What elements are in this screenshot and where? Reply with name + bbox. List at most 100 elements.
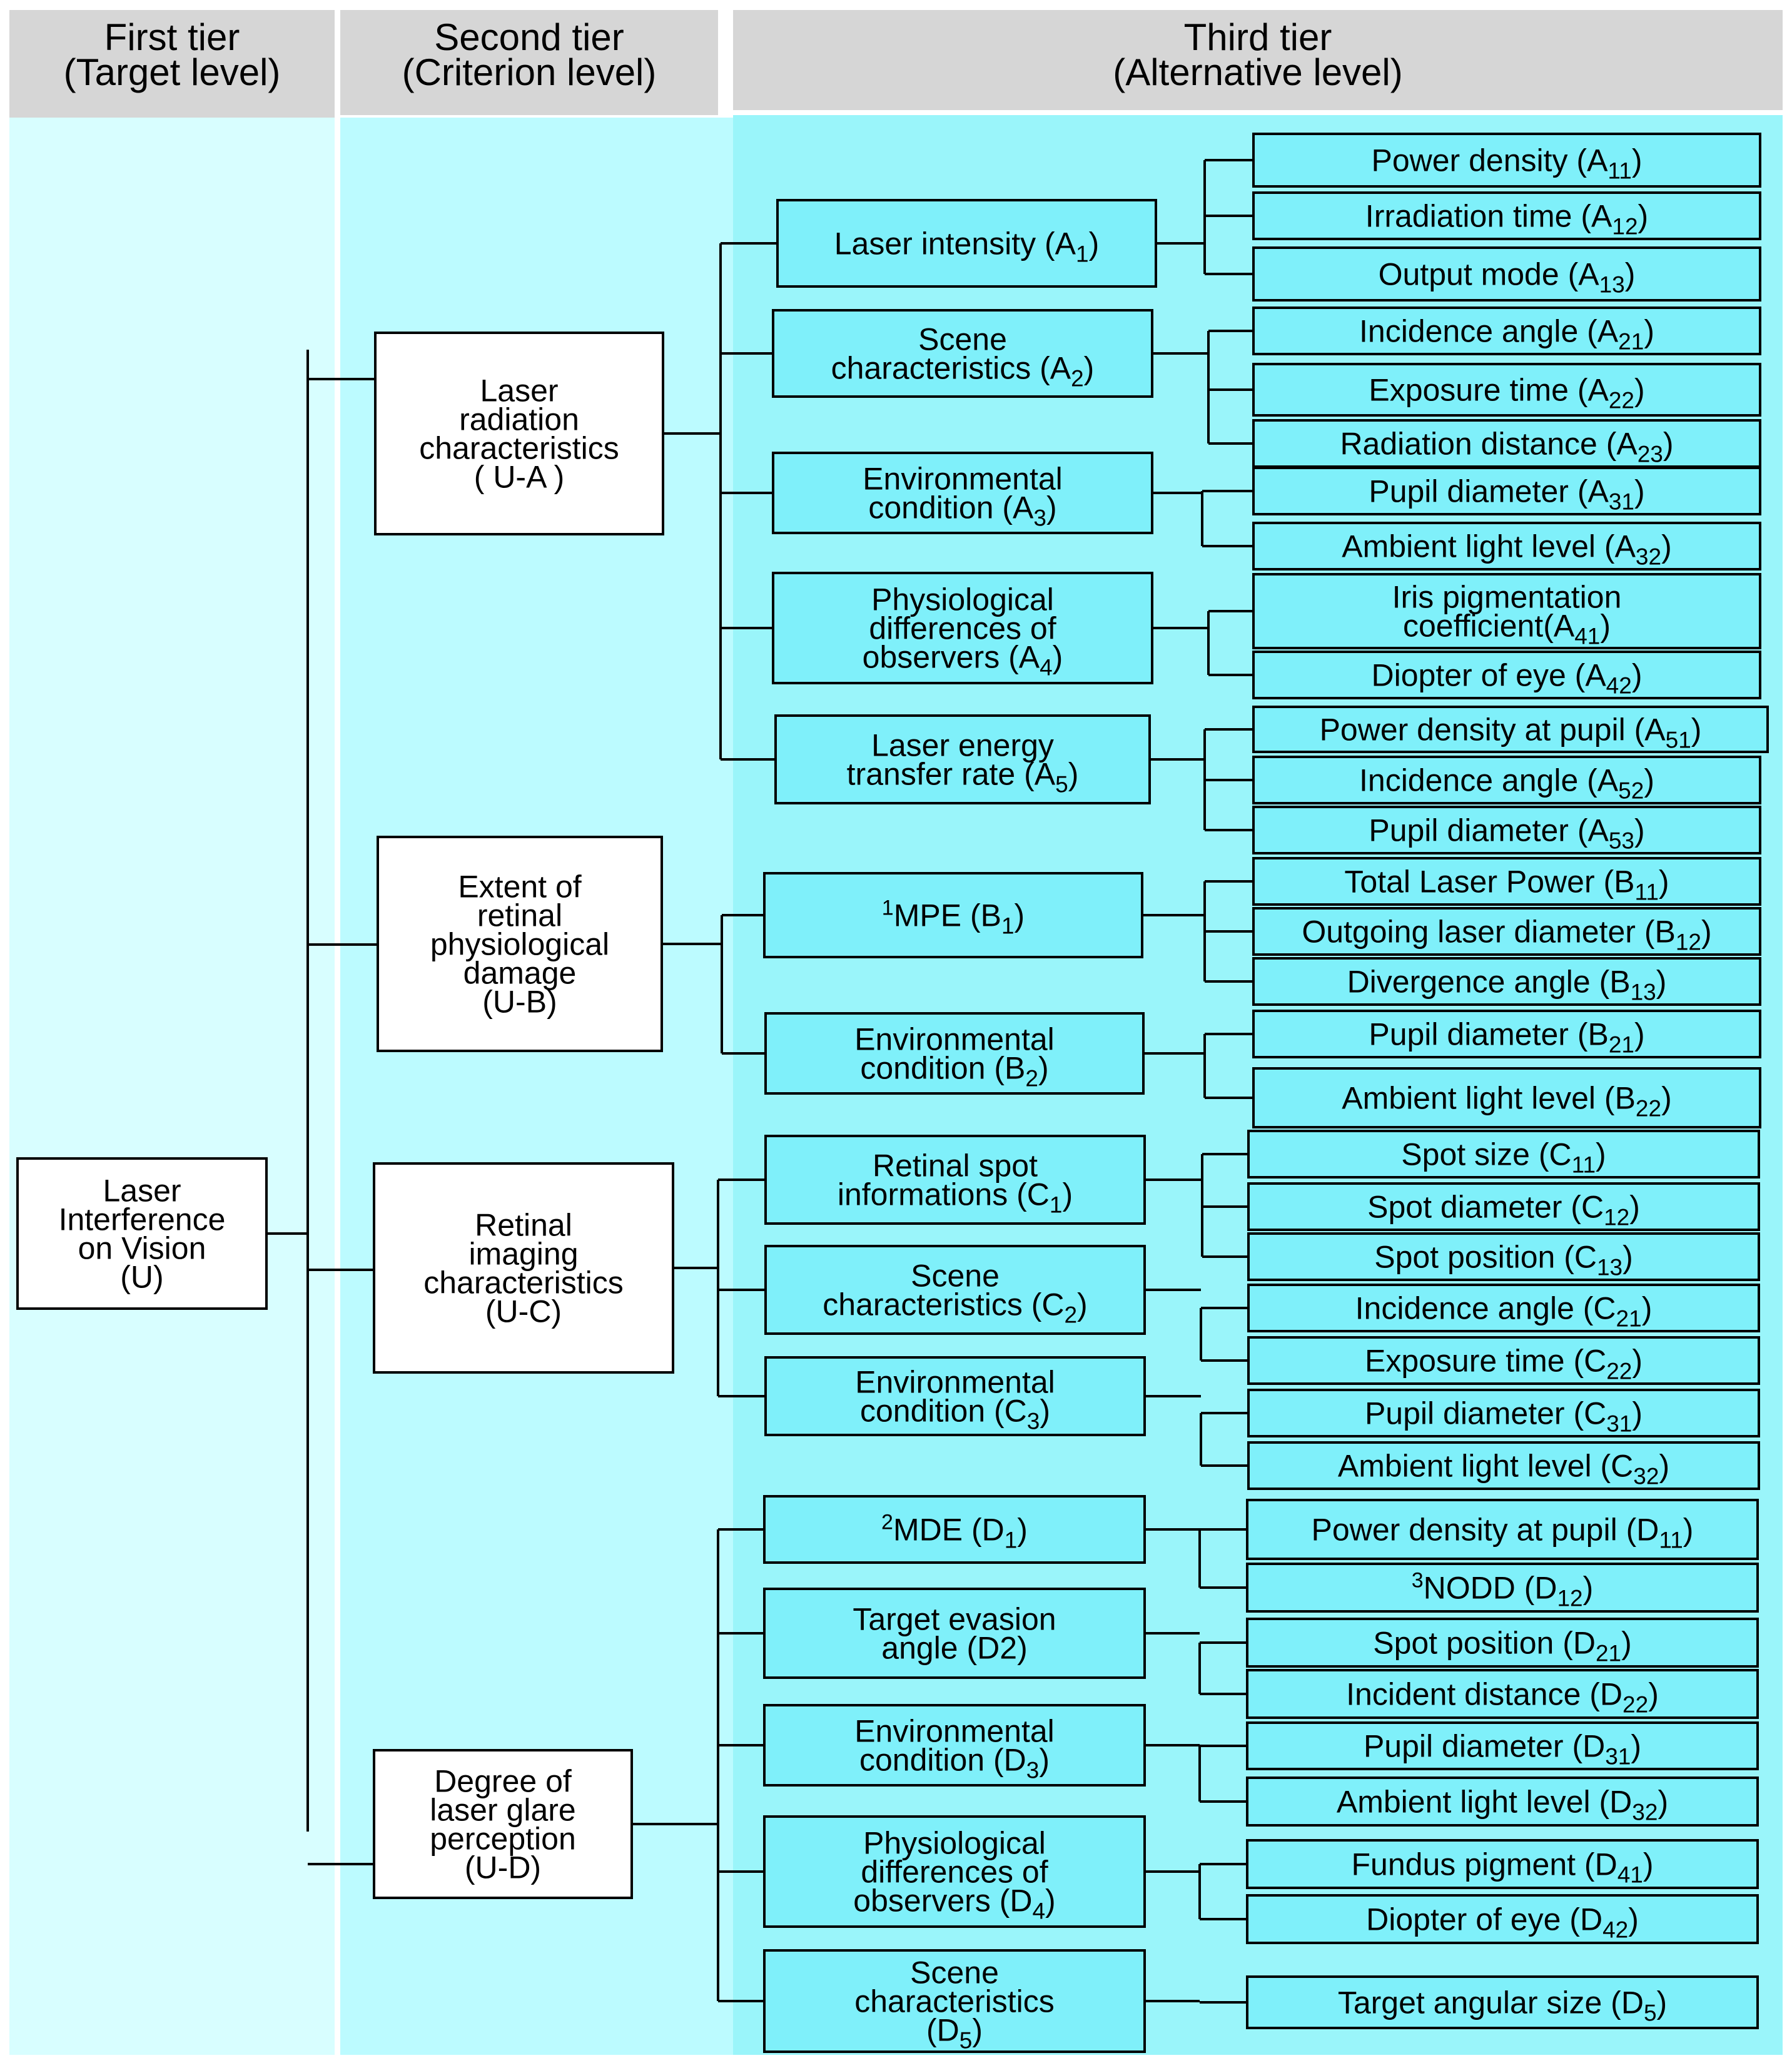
label-segment: 13 [1631, 980, 1656, 1005]
label-segment: characteristics [419, 431, 619, 466]
label-segment: 2 [1064, 1302, 1077, 1328]
label-segment: ) [1659, 1449, 1669, 1484]
alternative-box [764, 1135, 1146, 1225]
indicator-label: Power density at pupil (D11) [1312, 1513, 1694, 1553]
indicator-box [1252, 191, 1761, 240]
alternative-label: 1MPE (B1) [882, 896, 1025, 939]
indicator-box [1247, 1389, 1760, 1437]
label-segment: condition (D [859, 1743, 1026, 1778]
label-segment: Total Laser Power (B [1344, 864, 1634, 900]
indicator-box [1247, 1441, 1760, 1490]
label-segment: 1 [882, 896, 894, 920]
label-segment: 31 [1606, 1411, 1632, 1437]
header-line: Second tier [434, 16, 624, 58]
tier-header-1 [9, 10, 335, 118]
indicator-box [1252, 573, 1761, 649]
label-segment: Target evasion [853, 1602, 1056, 1637]
label-segment: angle (D2) [881, 1631, 1027, 1666]
label-segment: Incidence angle (C [1355, 1291, 1616, 1326]
label-segment: (U-D) [465, 1850, 541, 1885]
label-segment: condition (A [868, 490, 1034, 525]
label-segment: Environmental [855, 1365, 1055, 1400]
label-segment: Scene [910, 1955, 999, 1990]
indicator-label: Radiation distance (A23) [1340, 427, 1673, 467]
label-segment: ) [1659, 864, 1669, 900]
criterion-box [374, 332, 664, 535]
label-segment: ) [1053, 640, 1063, 675]
label-segment: 11 [1572, 1152, 1596, 1178]
label-segment: coefficient(A [1403, 609, 1575, 644]
label-segment: NODD (D [1424, 1571, 1557, 1606]
label-segment: ) [1691, 712, 1702, 748]
criterion-box [373, 1162, 674, 1374]
label-segment: characteristics [854, 1984, 1055, 2019]
label-segment: ) [1634, 1017, 1645, 1052]
alternative-box [763, 1588, 1146, 1679]
label-segment: 42 [1606, 673, 1632, 699]
alternative-box [772, 452, 1153, 534]
indicator-label: Incidence angle (A21) [1359, 314, 1654, 355]
label-segment: 32 [1632, 1800, 1658, 1825]
label-segment: Iris pigmentation [1392, 580, 1622, 615]
indicator-label: Pupil diameter (C31) [1365, 1396, 1643, 1437]
label-segment: ) [1625, 257, 1636, 292]
label-segment: 41 [1574, 624, 1600, 649]
indicator-box [1252, 957, 1761, 1006]
label-segment: (U-C) [485, 1294, 562, 1329]
alternative-box [763, 872, 1143, 958]
indicator-box [1252, 246, 1761, 302]
label-segment: Spot size (C [1401, 1137, 1571, 1172]
indicator-box [1252, 907, 1761, 956]
label-segment: ) [1634, 373, 1645, 408]
label-segment: 3 [1412, 1569, 1424, 1593]
label-segment: Scene [911, 1259, 1000, 1294]
label-segment: Incidence angle (A [1359, 763, 1619, 798]
label-segment: 31 [1605, 1744, 1631, 1770]
label-segment: ) [972, 2013, 983, 2048]
indicator-box [1246, 1975, 1759, 2029]
label-segment: (U-B) [482, 985, 557, 1020]
label-segment: transfer rate (A [847, 757, 1056, 792]
label-segment: (D [926, 2013, 959, 2048]
indicator-label: 3NODD (D12) [1412, 1569, 1594, 1611]
label-segment: 12 [1612, 214, 1638, 240]
alternative-box [774, 714, 1151, 804]
label-segment: Retinal spot [873, 1148, 1038, 1184]
label-segment: ) [1089, 226, 1100, 261]
label-segment: 12 [1557, 1586, 1582, 1611]
label-segment: ) [1632, 658, 1643, 693]
label-segment: Pupil diameter (A [1369, 474, 1609, 509]
label-segment: ) [1628, 1902, 1639, 1937]
indicator-label: Pupil diameter (D31) [1364, 1729, 1641, 1770]
indicator-label: Spot position (C13) [1374, 1240, 1633, 1280]
label-segment: Physiological [863, 1826, 1046, 1861]
label-segment: ) [1622, 1240, 1633, 1275]
indicator-box [1252, 1067, 1761, 1128]
indicator-label: Pupil diameter (A31) [1369, 474, 1644, 515]
indicator-label: Pupil diameter (B21) [1369, 1017, 1644, 1058]
label-segment: 3 [1027, 1409, 1040, 1434]
label-segment: ) [1644, 763, 1654, 798]
label-segment: 13 [1597, 1255, 1622, 1280]
indicator-label: Diopter of eye (A42) [1372, 658, 1643, 699]
header-line: First tier [104, 16, 240, 58]
label-segment: 5 [959, 2028, 973, 2054]
indicator-label: Ambient light level (A32) [1342, 529, 1671, 570]
label-segment: ) [1596, 1137, 1606, 1172]
label-segment: 3 [1033, 505, 1046, 531]
label-segment: Laser energy [871, 728, 1054, 763]
label-segment: Environmental [863, 462, 1063, 497]
indicator-box [1247, 1232, 1760, 1281]
label-segment: ) [1017, 1513, 1028, 1548]
label-segment: laser glare [430, 1793, 575, 1828]
indicator-label: Ambient light level (B22) [1342, 1081, 1671, 1122]
label-segment: MDE (D [893, 1513, 1005, 1548]
label-segment: Diopter of eye (D [1366, 1902, 1602, 1937]
label-segment: Diopter of eye (A [1372, 658, 1607, 693]
indicator-label: Ambient light level (C32) [1338, 1449, 1669, 1489]
